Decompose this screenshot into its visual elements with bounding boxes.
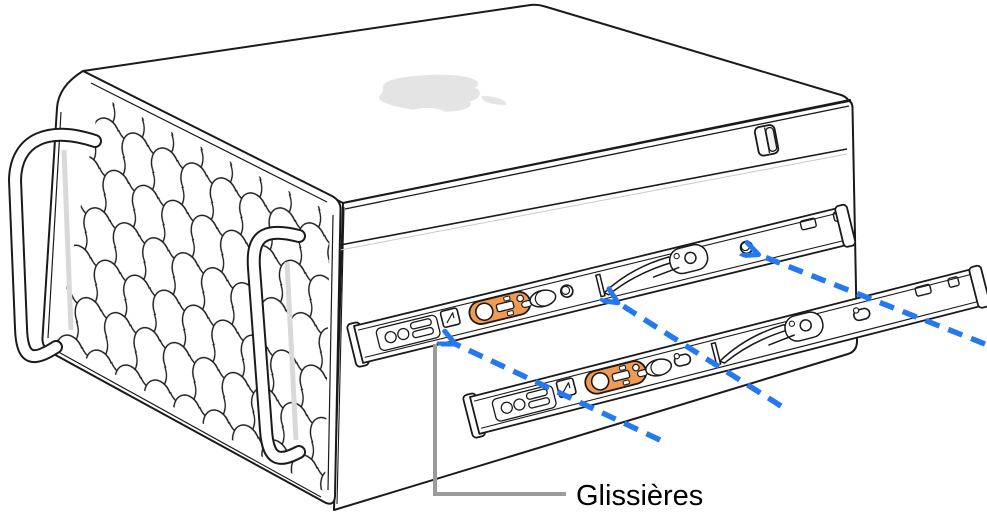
callout-layer: Glissières xyxy=(433,344,703,512)
left-handle-reflection xyxy=(61,149,74,331)
arrow-align-middle-screw xyxy=(618,303,783,409)
callout-line xyxy=(433,344,566,496)
side-left-edge-line xyxy=(336,206,345,505)
front-inner-frame xyxy=(47,82,334,498)
right-handle xyxy=(246,225,306,465)
rail-end-cap-right xyxy=(968,264,987,309)
callout-label: Glissières xyxy=(576,480,703,512)
arrow-align-rear-screw xyxy=(759,255,987,347)
left-handle xyxy=(8,127,102,364)
apple-logo-icon xyxy=(379,74,507,122)
right-handle-reflection xyxy=(284,261,299,441)
latch-slot xyxy=(753,124,780,157)
side-seam-line xyxy=(334,148,848,247)
rails-layer xyxy=(346,203,987,439)
rail-plate xyxy=(491,384,557,422)
rail-lever xyxy=(595,243,709,298)
front-face xyxy=(8,70,342,505)
rail-lever xyxy=(710,311,824,366)
rail-end-cap-right xyxy=(834,203,857,248)
side-top-band-line xyxy=(344,105,850,210)
arrows-layer xyxy=(455,255,987,443)
arrow-align-front xyxy=(455,344,662,443)
orange-release-latch xyxy=(584,360,648,395)
orange-release-latch xyxy=(468,290,533,325)
rail-plate xyxy=(375,314,441,351)
side-seam-shadow xyxy=(334,153,848,252)
